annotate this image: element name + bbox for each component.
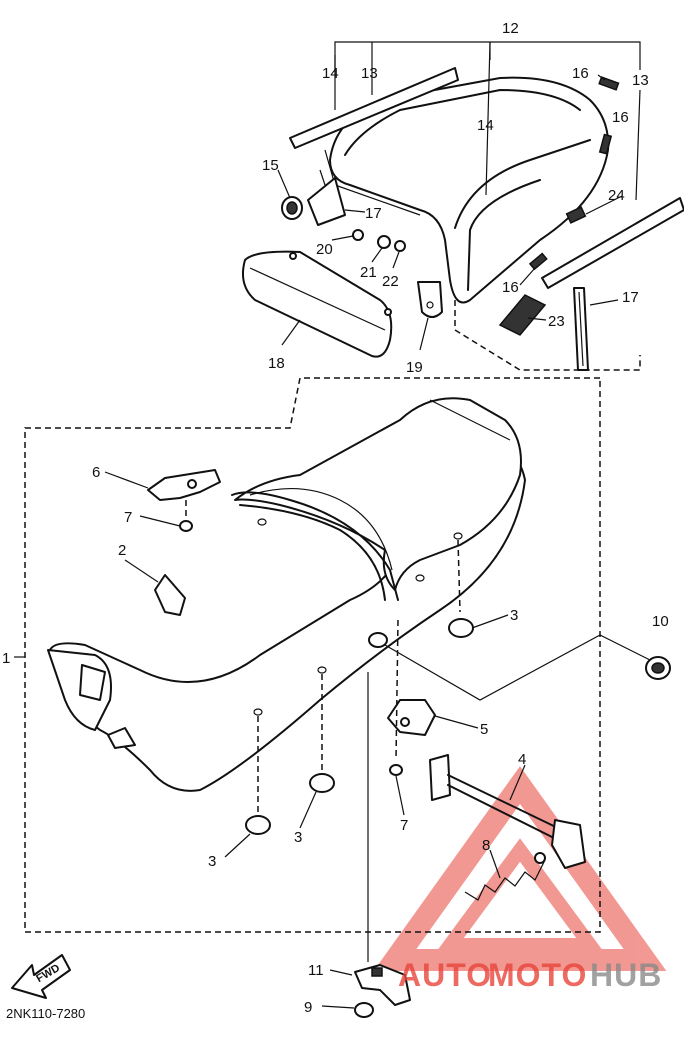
callout-13-right: 13 — [632, 72, 649, 89]
watermark-text: AUTO MOTO HUB — [398, 957, 662, 993]
callout-15: 15 — [262, 157, 279, 174]
callout-12: 12 — [502, 20, 519, 37]
watermark-logo — [373, 766, 667, 971]
callout-14-left: 14 — [322, 65, 339, 82]
forward-direction-arrow: FWD — [11, 954, 71, 999]
callout-17-left: 17 — [365, 205, 382, 222]
callout-11: 11 — [308, 962, 324, 979]
callout-9: 9 — [304, 999, 312, 1016]
callout-19: 19 — [406, 359, 423, 376]
callout-16-top: 16 — [572, 65, 589, 82]
watermark-auto: AUTO — [398, 957, 492, 993]
callout-16-right: 16 — [612, 109, 629, 126]
callout-14-center: 14 — [477, 117, 494, 134]
callout-7-upper: 7 — [124, 509, 132, 526]
callout-3-right: 3 — [510, 607, 518, 624]
watermark-moto: MOTO — [488, 957, 587, 993]
callout-24: 24 — [608, 187, 625, 204]
drawing-code: 2NK110-7280 — [6, 1006, 85, 1021]
callout-5: 5 — [480, 721, 488, 738]
callout-labels: 12 14 13 14 16 13 16 15 17 24 20 21 22 1… — [2, 20, 669, 1016]
callout-18: 18 — [268, 355, 285, 372]
callout-4: 4 — [518, 751, 526, 768]
callout-3-left: 3 — [208, 853, 216, 870]
seat-cowl-assembly — [242, 41, 684, 371]
callout-20: 20 — [316, 241, 333, 258]
callout-17-right: 17 — [622, 289, 639, 306]
dual-seat-assembly — [14, 377, 671, 1018]
callout-6: 6 — [92, 464, 100, 481]
callout-10: 10 — [652, 613, 669, 630]
callout-3-center: 3 — [294, 829, 302, 846]
callout-22: 22 — [382, 273, 399, 290]
callout-2: 2 — [118, 542, 126, 559]
callout-21: 21 — [360, 264, 377, 281]
callout-7-lower: 7 — [400, 817, 408, 834]
callout-16-lower: 16 — [502, 279, 519, 296]
callout-23: 23 — [548, 313, 565, 330]
watermark-hub: HUB — [590, 957, 662, 993]
callout-8: 8 — [482, 837, 490, 854]
callout-13-left: 13 — [361, 65, 378, 82]
callout-1: 1 — [2, 650, 10, 667]
